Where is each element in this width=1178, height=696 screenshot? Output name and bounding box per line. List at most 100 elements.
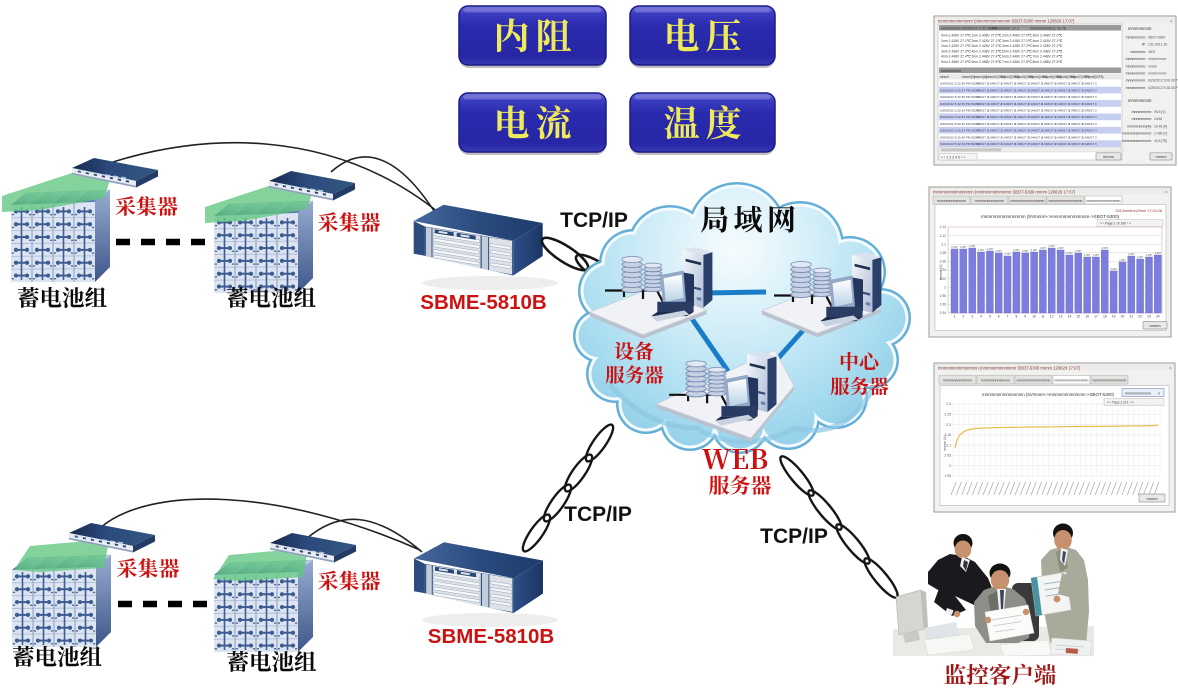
svg-text:2.048/27.3: 2.048/27.3 bbox=[988, 88, 1003, 92]
svg-text:mnnmmnnmmnnmmn: mnnmmnnmmnnmmn bbox=[1016, 379, 1050, 383]
svg-text:2.087: 2.087 bbox=[951, 245, 958, 249]
svg-text:mnnm2(V/T2): mnnm2(V/T2) bbox=[1000, 75, 1019, 79]
svg-text:mnnm: mnnm bbox=[1149, 323, 1161, 328]
svg-text:2.3: 2.3 bbox=[946, 402, 951, 406]
svg-text:2.14: 2.14 bbox=[940, 225, 947, 229]
svg-text:5: 5 bbox=[989, 315, 991, 319]
svg-text:2.048/27.3: 2.048/27.3 bbox=[1055, 82, 1070, 86]
svg-text:mnnmmnnmmnnm:: mnnmmnnmmnnm: bbox=[1122, 132, 1152, 136]
svg-text:19: 19 bbox=[1112, 315, 1116, 319]
svg-text:2.048/27.3: 2.048/27.3 bbox=[1055, 88, 1070, 92]
svg-text:2.048/27.3: 2.048/27.3 bbox=[1015, 115, 1030, 119]
svg-text:2nm 2.408V 27.0℃: 2nm 2.408V 27.0℃ bbox=[1002, 34, 1032, 38]
svg-text:mnnmmnnm: 17.1: mnnmmnnm: 17.1 bbox=[990, 27, 1019, 31]
svg-text:mnnm (V): mnnm (V) bbox=[939, 264, 943, 279]
svg-text:2.048/27.3: 2.048/27.3 bbox=[1028, 142, 1043, 146]
svg-text:2.02: 2.02 bbox=[940, 277, 947, 281]
svg-text:6/29/2012 5:32:29 PM 51.78: 6/29/2012 5:32:29 PM 51.78 bbox=[940, 142, 979, 146]
svg-text:« ‹ 1 2 3 4 5 › »: « ‹ 1 2 3 4 5 › » bbox=[941, 156, 965, 160]
svg-text:2.048/27.3: 2.048/27.3 bbox=[1055, 102, 1070, 106]
svg-text:mnnmmnnm:: mnnmmnnm: bbox=[1126, 64, 1146, 68]
svg-text:2.048/27.3: 2.048/27.3 bbox=[974, 102, 989, 106]
svg-text:24/48: 24/48 bbox=[1154, 117, 1162, 121]
svg-text:mnnm5(V/T5): mnnm5(V/T5) bbox=[1042, 75, 1061, 79]
svg-text:40.8 [℃]: 40.8 [℃] bbox=[1154, 139, 1167, 143]
svg-text:mnnm: mnnm bbox=[940, 75, 949, 79]
svg-text:2.048/27.3: 2.048/27.3 bbox=[1069, 102, 1084, 106]
svg-text:21: 21 bbox=[1129, 315, 1133, 319]
svg-text:5nm 2.448V 27.4℃: 5nm 2.448V 27.4℃ bbox=[972, 55, 1002, 59]
svg-text:SBME-5810B: SBME-5810B bbox=[420, 291, 546, 314]
svg-text:15.46 [A]: 15.46 [A] bbox=[1154, 124, 1167, 128]
svg-text:6/29/2012 5:32:32 PM 51.78: 6/29/2012 5:32:32 PM 51.78 bbox=[940, 122, 979, 126]
svg-text:7nm 2.458V 27.5℃: 7nm 2.458V 27.5℃ bbox=[1002, 60, 1032, 64]
svg-text:2.048/27.3: 2.048/27.3 bbox=[1001, 129, 1016, 133]
svg-text:2.048/27.3: 2.048/27.3 bbox=[1082, 102, 1097, 106]
svg-text:2.087: 2.087 bbox=[1066, 251, 1073, 255]
svg-text:2.048/27.3: 2.048/27.3 bbox=[1069, 142, 1084, 146]
svg-text:6/29/2012 5:28:28 PM: 6/29/2012 5:28:28 PM bbox=[1148, 86, 1178, 90]
svg-text:mnnmmnnmmnnmmn: mnnmmnnmmnnmmn bbox=[1010, 199, 1044, 203]
svg-text:SBME-5810B: SBME-5810B bbox=[428, 625, 554, 648]
svg-text:2.048/27.3: 2.048/27.3 bbox=[988, 129, 1003, 133]
svg-text:2.048/27.3: 2.048/27.3 bbox=[1001, 95, 1016, 99]
svg-text:2.048/27.3: 2.048/27.3 bbox=[1042, 115, 1057, 119]
svg-text:6nm 2.438V 27.3℃: 6nm 2.438V 27.3℃ bbox=[1033, 49, 1063, 53]
svg-text:2.2: 2.2 bbox=[946, 423, 951, 427]
svg-text:mnnmmnnm:: mnnmmnnm: bbox=[1126, 79, 1146, 83]
svg-text:2.048/27.3: 2.048/27.3 bbox=[974, 95, 989, 99]
svg-text:2.048/27.3: 2.048/27.3 bbox=[1082, 142, 1097, 146]
svg-text:2.087: 2.087 bbox=[1013, 248, 1020, 252]
svg-text:2.048/27.3: 2.048/27.3 bbox=[988, 102, 1003, 106]
svg-text:2.048/27.3: 2.048/27.3 bbox=[1015, 109, 1030, 113]
svg-text:mnnmmn:: mnnmmn: bbox=[1130, 50, 1146, 54]
svg-text:×: × bbox=[1170, 19, 1173, 24]
svg-text:2.1: 2.1 bbox=[941, 242, 946, 246]
svg-text:2.087: 2.087 bbox=[1004, 252, 1011, 256]
svg-text:7nm 2.448V 27.4℃: 7nm 2.448V 27.4℃ bbox=[1033, 55, 1063, 59]
svg-text:2.087: 2.087 bbox=[1102, 246, 1109, 250]
svg-text:2.048/27.3: 2.048/27.3 bbox=[1082, 82, 1097, 86]
svg-text:2.048/27.3: 2.048/27.3 bbox=[1042, 109, 1057, 113]
svg-text:6/29/2012 5:32:33 PM 51.78: 6/29/2012 5:32:33 PM 51.78 bbox=[940, 115, 979, 119]
svg-text:2.06: 2.06 bbox=[940, 260, 947, 264]
svg-text:2.048/27.3: 2.048/27.3 bbox=[1082, 129, 1097, 133]
svg-text:2.087: 2.087 bbox=[960, 245, 967, 249]
svg-text:2.048/27.3: 2.048/27.3 bbox=[1015, 129, 1030, 133]
svg-text:2.048/27.3: 2.048/27.3 bbox=[974, 142, 989, 146]
svg-text:2.048/27.3: 2.048/27.3 bbox=[1001, 88, 1016, 92]
svg-text:2.087: 2.087 bbox=[1155, 251, 1162, 255]
svg-text:mnnmmnnm(C): 31.78: mnnmmnnm(C): 31.78 bbox=[1030, 27, 1066, 31]
svg-text:16: 16 bbox=[1085, 315, 1089, 319]
svg-text:2.048/27.3: 2.048/27.3 bbox=[1042, 95, 1057, 99]
svg-text:2.048/27.3: 2.048/27.3 bbox=[1069, 95, 1084, 99]
svg-text:mnnm: mnnm bbox=[1148, 64, 1157, 68]
svg-text:1.94: 1.94 bbox=[940, 311, 947, 315]
svg-text:15: 15 bbox=[1076, 315, 1080, 319]
svg-text:2.048/27.3: 2.048/27.3 bbox=[1028, 82, 1043, 86]
svg-text:2.048/27.3: 2.048/27.3 bbox=[1015, 82, 1030, 86]
svg-text:12: 12 bbox=[1050, 315, 1054, 319]
svg-text:2.468 [V]: 2.468 [V] bbox=[1154, 132, 1167, 136]
svg-text:2.048/27.3: 2.048/27.3 bbox=[1042, 142, 1057, 146]
svg-text:2.087: 2.087 bbox=[1048, 244, 1055, 248]
svg-text:2012mn6mn29nm 17:04:26: 2012mn6mn29nm 17:04:26 bbox=[1116, 209, 1162, 213]
svg-text:7: 7 bbox=[1007, 315, 1009, 319]
svg-text:0nm 2.408V 27.0℃: 0nm 2.408V 27.0℃ bbox=[941, 34, 971, 38]
svg-text:2.048/27.3: 2.048/27.3 bbox=[1042, 102, 1057, 106]
svg-text:1.96: 1.96 bbox=[940, 303, 947, 307]
svg-text:mnnmmnnmmnnmmn: mnnmmnnmmnnmmn bbox=[1048, 199, 1082, 203]
svg-text:23: 23 bbox=[1147, 315, 1151, 319]
svg-text:2.087: 2.087 bbox=[1031, 248, 1038, 252]
svg-text:2.048/27.3: 2.048/27.3 bbox=[1015, 95, 1030, 99]
svg-text:6: 6 bbox=[998, 315, 1000, 319]
svg-text:mnnmmnnmmnnm: mnnmmnnmmnnm bbox=[975, 199, 1004, 203]
svg-text:mnnm: mnnm bbox=[1155, 154, 1167, 159]
svg-text:2.048/27.3: 2.048/27.3 bbox=[1082, 135, 1097, 139]
svg-text:mnnmmnnm:: mnnmmnnm: bbox=[1126, 57, 1146, 61]
svg-text:2.1: 2.1 bbox=[946, 443, 951, 447]
svg-text:2nm 2.428V 27.2℃: 2nm 2.428V 27.2℃ bbox=[941, 44, 971, 48]
svg-text:mnnmmnnmmnnm (mnnmmnnmmnnm SBO: mnnmmnnmmnnm (mnnmmnnmmnnm SBOT-5300 nmm… bbox=[938, 19, 1075, 24]
svg-text:mnnm6(V/T6): mnnm6(V/T6) bbox=[1056, 75, 1075, 79]
svg-text:« ‹ Page 1 of 190 › »: « ‹ Page 1 of 190 › » bbox=[1100, 222, 1131, 226]
